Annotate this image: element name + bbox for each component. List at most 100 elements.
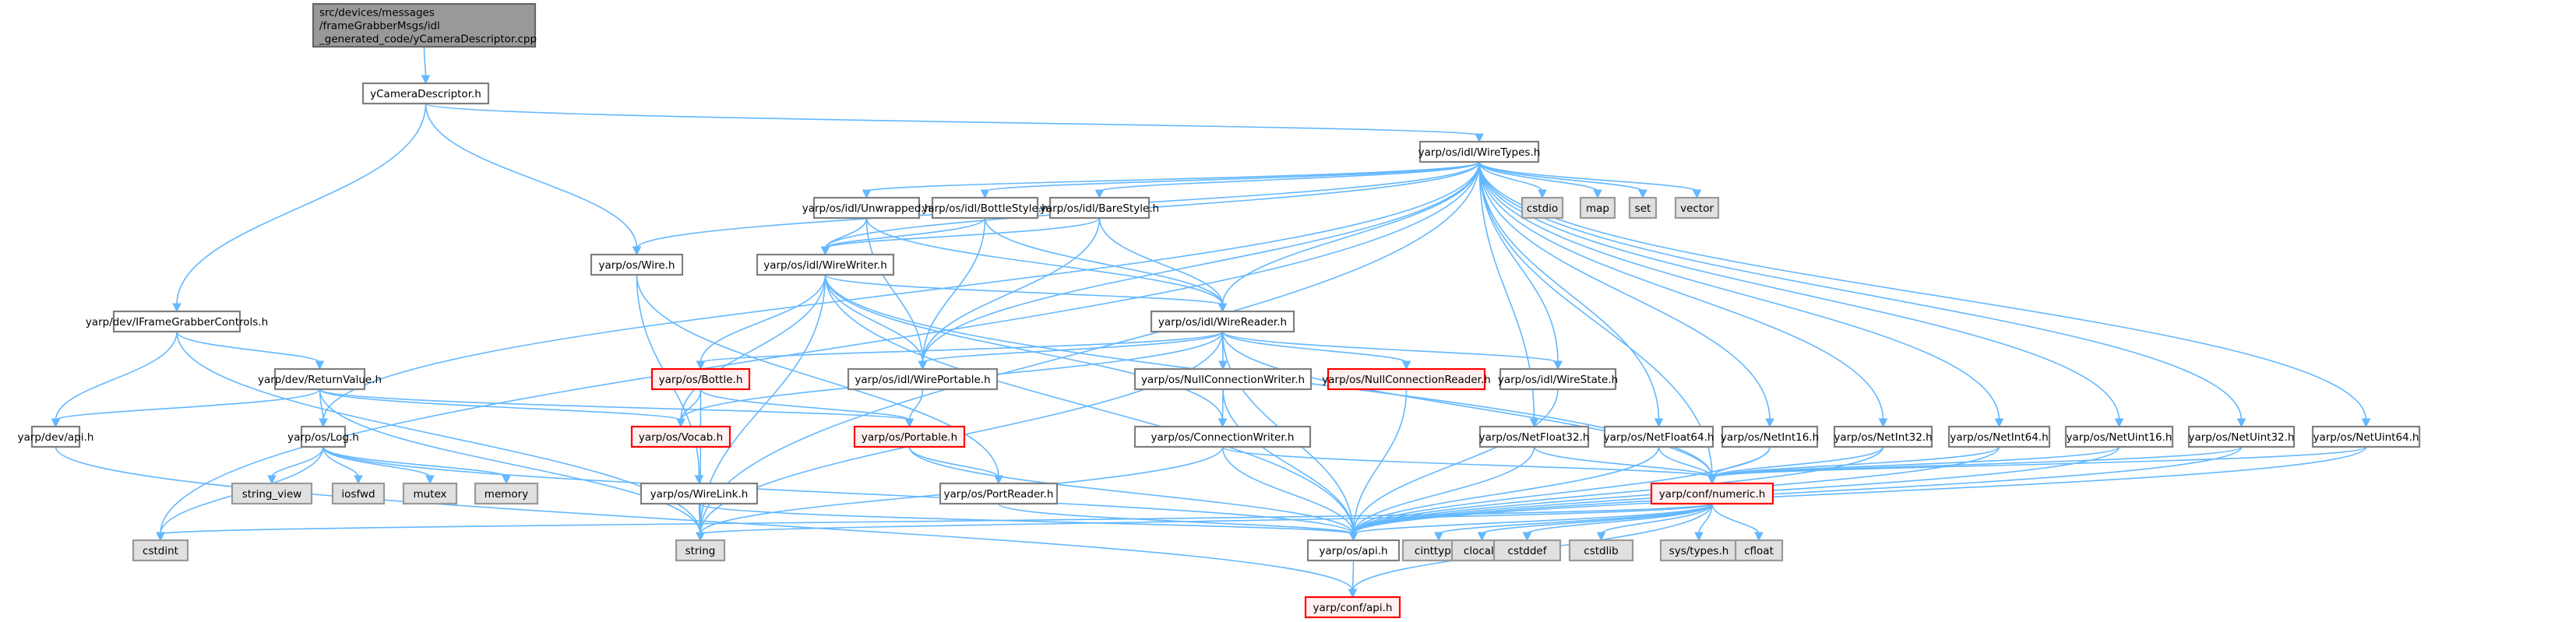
node-box [273, 367, 366, 391]
node-label: yarp/os/NetFloat64.h [1604, 431, 1714, 444]
edge-numeric-to-clocale [1481, 503, 1713, 535]
edge-netint64-to-numeric [1711, 446, 2000, 478]
node-wire[interactable]: yarp/os/Wire.h [590, 253, 684, 276]
node-portable[interactable]: yarp/os/Portable.h [853, 425, 966, 448]
node-connwriter[interactable]: yarp/os/ConnectionWriter.h [1133, 425, 1312, 448]
node-netfloat64[interactable]: yarp/os/NetFloat64.h [1603, 425, 1714, 448]
edge-netint32-to-numeric [1711, 446, 1884, 478]
node-box [630, 425, 731, 448]
node-confapi[interactable]: yarp/conf/api.h [1304, 596, 1401, 619]
node-box [847, 367, 999, 391]
node-label: yarp/os/idl/WireState.h [1498, 374, 1618, 386]
edge-numeric-to-cstdint [160, 503, 1713, 535]
edge-wirewriter-to-osapi [824, 274, 1355, 535]
node-osapi[interactable]: yarp/os/api.h [1306, 539, 1401, 562]
node-cstddef: cstddef [1492, 539, 1562, 562]
node-label: string [685, 545, 716, 557]
node-log[interactable]: yarp/os/Log.h [287, 425, 359, 448]
node-label: mutex [413, 488, 446, 501]
arrowhead-wirereader-to-nullconnwriter [1218, 360, 1228, 371]
node-box [1521, 196, 1564, 220]
edge-iframegrabber-to-devapi [55, 331, 178, 421]
node-iframegrabber[interactable]: yarp/dev/IFrameGrabberControls.h [86, 310, 268, 333]
node-unwrapped[interactable]: yarp/os/idl/Unwrapped.h [802, 196, 932, 220]
node-portreader[interactable]: yarp/os/PortReader.h [939, 482, 1059, 505]
arrowhead-wiretypes-to-netfloat32 [1529, 418, 1539, 428]
node-box [1499, 367, 1617, 391]
node-netint16[interactable]: yarp/os/NetInt16.h [1721, 425, 1819, 448]
node-bottle[interactable]: yarp/os/Bottle.h [650, 367, 751, 391]
arrowhead-wirewriter-to-wirereader [1218, 303, 1228, 313]
node-box [300, 425, 347, 448]
node-wirelink[interactable]: yarp/os/WireLink.h [640, 482, 759, 505]
node-label: yCameraDescriptor.h [370, 88, 481, 100]
node-box [1568, 539, 1634, 562]
arrowhead-wiretypes-to-vector [1692, 189, 1702, 199]
node-box [2064, 425, 2174, 448]
edge-netfloat64-to-osapi [1352, 446, 1660, 535]
node-numeric[interactable]: yarp/conf/numeric.h [1650, 482, 1774, 505]
node-box [853, 425, 966, 448]
node-netfloat32[interactable]: yarp/os/NetFloat32.h [1479, 425, 1590, 448]
node-box [1603, 425, 1714, 448]
edge-wiretypes-to-wireportable [922, 161, 1480, 364]
edge-portable-to-portreader [908, 446, 999, 478]
node-label: cstdint [143, 545, 178, 557]
node-box [1304, 596, 1401, 619]
edge-bottle-to-string [700, 388, 702, 535]
node-label: sys/types.h [1669, 545, 1729, 557]
edge-wirewriter-to-wirereader [824, 274, 1224, 306]
edge-returnvalue-to-vocab [319, 388, 682, 421]
node-label: yarp/os/PortReader.h [944, 488, 1054, 501]
arrowhead-wirereader-to-bottle [696, 360, 706, 371]
node-netuint32[interactable]: yarp/os/NetUint32.h [2187, 425, 2296, 448]
edge-barestyle-to-wirewriter [824, 217, 1101, 249]
node-returnvalue[interactable]: yarp/dev/ReturnValue.h [258, 367, 382, 391]
node-nullconnwriter[interactable]: yarp/os/NullConnectionWriter.h [1133, 367, 1313, 391]
node-box [1650, 482, 1774, 505]
edge-log-to-mutex [322, 446, 431, 478]
node-label: yarp/os/idl/Unwrapped.h [802, 202, 932, 215]
node-wirestate[interactable]: yarp/os/idl/WireState.h [1498, 367, 1618, 391]
node-netuint16[interactable]: yarp/os/NetUint16.h [2064, 425, 2174, 448]
edge-wiretypes-to-cstdio [1478, 161, 1543, 192]
node-box [331, 482, 386, 505]
node-label: yarp/os/NetInt32.h [1834, 431, 1932, 444]
edge-iframegrabber-to-returnvalue [176, 331, 321, 364]
edge-returnvalue-to-portable [319, 388, 911, 421]
node-label: cstdio [1527, 202, 1558, 215]
node-memory: memory [474, 482, 539, 505]
node-box [2311, 425, 2421, 448]
node-bottlestyle[interactable]: yarp/os/idl/BottleStyle.h [922, 196, 1048, 220]
edge-bottle-to-portable [700, 388, 911, 421]
node-wiretypes[interactable]: yarp/os/idl/WireTypes.h [1418, 140, 1541, 163]
node-barestyle[interactable]: yarp/os/idl/BareStyle.h [1040, 196, 1159, 220]
arrowhead-ycamdesc-to-wiretypes [1475, 133, 1484, 143]
node-wireportable[interactable]: yarp/os/idl/WirePortable.h [847, 367, 999, 391]
node-wirereader[interactable]: yarp/os/idl/WireReader.h [1150, 310, 1295, 333]
node-wirewriter[interactable]: yarp/os/idl/WireWriter.h [756, 253, 895, 276]
node-netint64[interactable]: yarp/os/NetInt64.h [1947, 425, 2051, 448]
edge-bottlestyle-to-wirewriter [824, 217, 986, 249]
node-box [1133, 367, 1313, 391]
arrowhead-returnvalue-to-log [319, 418, 328, 428]
arrowhead-numeric-to-cinttypes [1434, 532, 1443, 542]
node-label: yarp/os/Wire.h [599, 259, 675, 272]
node-nullconnreader[interactable]: yarp/os/NullConnectionReader.h [1322, 367, 1491, 391]
node-vocab[interactable]: yarp/os/Vocab.h [630, 425, 731, 448]
node-string_view: string_view [231, 482, 313, 505]
edge-wirereader-to-nullconnreader [1221, 331, 1408, 364]
arrowhead-log-to-string_view [267, 475, 277, 485]
arrowhead-wiretypes-to-netint32 [1878, 418, 1888, 428]
node-ycamdesc[interactable]: yCameraDescriptor.h [361, 82, 490, 105]
arrowhead-log-to-mutex [425, 475, 435, 485]
node-box [1327, 367, 1486, 391]
edge-netint16-to-osapi [1352, 446, 1771, 535]
arrowhead-root-to-ycamdesc [421, 75, 431, 85]
node-devapi[interactable]: yarp/dev/api.h [18, 425, 94, 448]
node-netint32[interactable]: yarp/os/NetInt32.h [1833, 425, 1933, 448]
arrowhead-returnvalue-to-devapi [51, 418, 61, 428]
node-netuint64[interactable]: yarp/os/NetUint64.h [2311, 425, 2421, 448]
arrowhead-log-to-iosfwd [354, 475, 363, 485]
arrowhead-numeric-to-systypes [1694, 532, 1704, 542]
